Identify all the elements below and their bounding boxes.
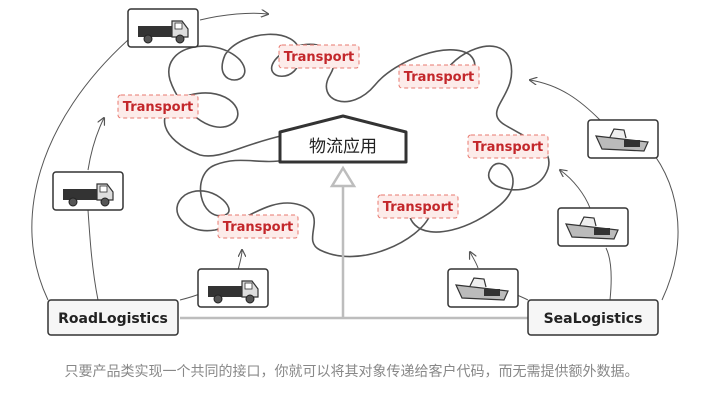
- transport-label: Transport: [217, 214, 299, 239]
- tangled-route: [163, 33, 550, 258]
- transport-label-text: Transport: [404, 70, 474, 85]
- transport-label: Transport: [377, 194, 459, 219]
- transport-label-text: Transport: [383, 200, 453, 215]
- truck-icon: [52, 171, 124, 211]
- ship-icon: [557, 207, 629, 247]
- transport-label: Transport: [467, 134, 549, 159]
- truck-icon: [197, 268, 269, 308]
- transport-label-text: Transport: [223, 220, 293, 235]
- transport-label-text: Transport: [473, 140, 543, 155]
- sea-logistics-box: SeaLogistics: [527, 299, 659, 336]
- road-logistics-box: RoadLogistics: [47, 299, 179, 336]
- logistics-app-box: 物流应用: [278, 114, 408, 164]
- sea-logistics-label: SeaLogistics: [544, 311, 643, 327]
- transport-label: Transport: [117, 94, 199, 119]
- ship-icon: [587, 119, 659, 159]
- road-logistics-label: RoadLogistics: [58, 311, 168, 327]
- transport-labels: Transport Transport Transport Transport …: [117, 44, 549, 239]
- figure-caption: 只要产品类实现一个共同的接口，你就可以将其对象传递给客户代码，而无需提供额外数据…: [64, 364, 639, 380]
- truck-icon: [127, 8, 199, 48]
- transport-label-text: Transport: [284, 50, 354, 65]
- transport-label: Transport: [278, 44, 360, 69]
- transport-label: Transport: [398, 64, 480, 89]
- interface-arrow: [180, 165, 528, 320]
- ship-icon: [447, 268, 519, 308]
- app-label: 物流应用: [309, 137, 377, 157]
- factory-method-diagram: 物流应用 Transport Transport Transport Trans…: [31, 8, 679, 336]
- transport-label-text: Transport: [123, 100, 193, 115]
